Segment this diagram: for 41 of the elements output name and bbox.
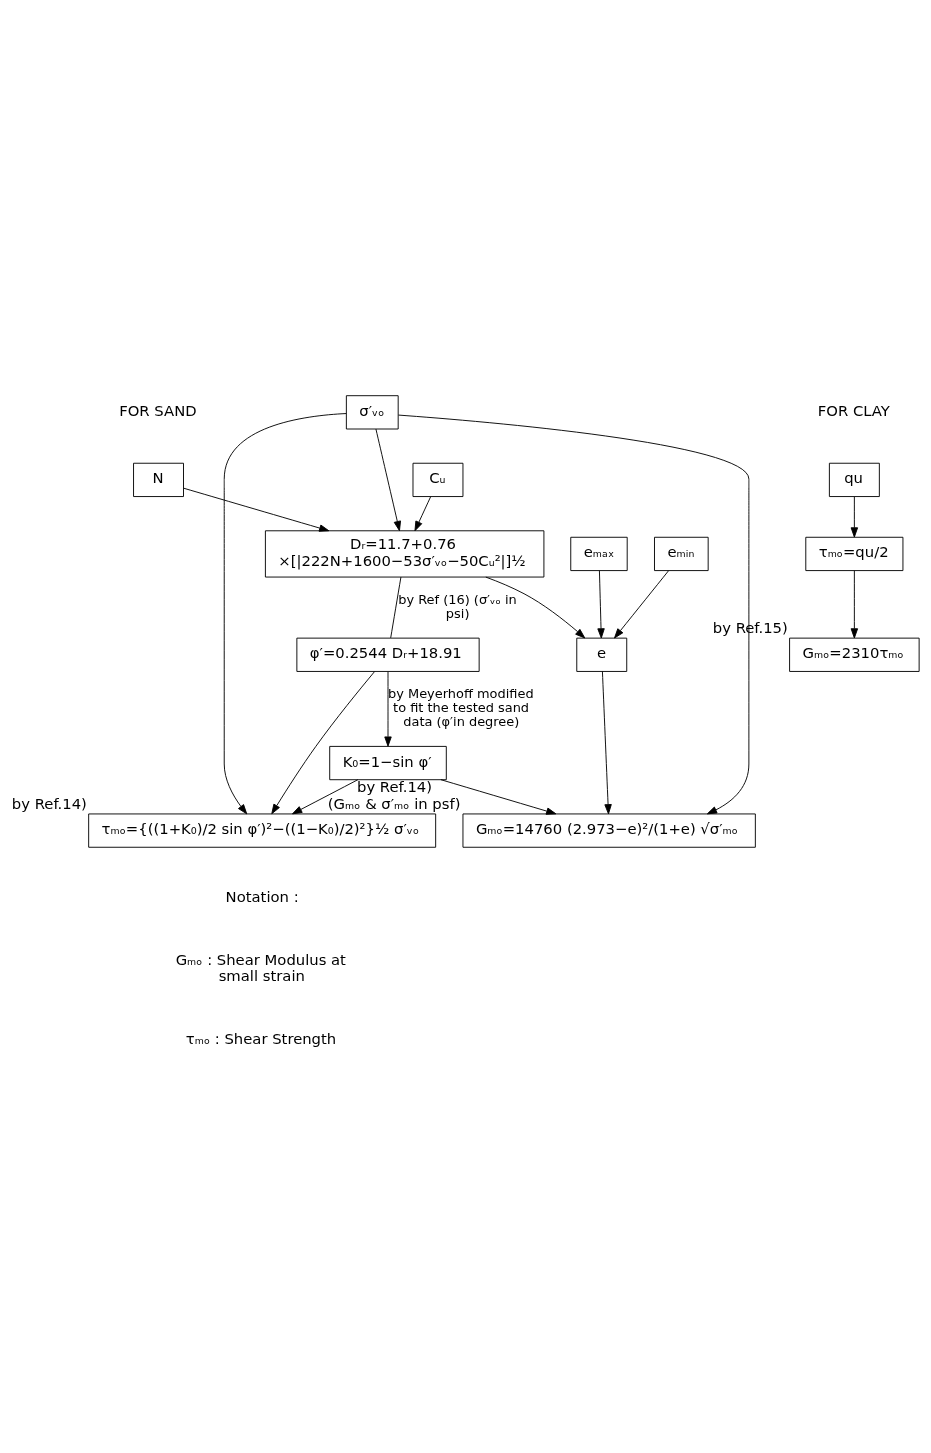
arrow (440, 779, 557, 815)
arrow (601, 671, 612, 815)
node-box: τₘₒ=qu/2 (805, 536, 904, 572)
arrow (375, 428, 401, 532)
node-box: σ′ᵥₒ (345, 395, 399, 430)
node-label: by Ref.15) (712, 619, 788, 637)
node-box: e (576, 637, 628, 672)
node-box: Gₘₒ=14760 (2.973−e)²/(1+e) √σ′ₘₒ (462, 813, 756, 848)
arrow (850, 570, 859, 639)
label: τₘₒ : Shear Strength (185, 1030, 337, 1048)
arrow (398, 414, 750, 815)
node-box: qu (828, 462, 880, 498)
node-box: Gₘₒ=2310τₘₒ (789, 637, 920, 672)
arrow (271, 671, 375, 815)
node-box: φ′=0.2544 Dᵣ+18.91 (296, 637, 480, 672)
node-label: by Ref.14) (357, 778, 433, 796)
label: Gₘₒ : Shear Modulus at small strain (175, 950, 346, 985)
node-label: (Gₘₒ & σ′ₘₒ in psf) (327, 795, 461, 813)
edge-label: by Ref (16) (σ′ᵥₒ in psi) (398, 592, 517, 621)
node-box: Dᵣ=11.7+0.76 ×[|222N+1600−53σ′ᵥₒ−50Cᵤ²|]½ (264, 530, 545, 578)
arrow (384, 671, 392, 747)
node-box: Cᵤ (412, 462, 464, 498)
edge-label: by Meyerhoff modified to fit the tested sand data (φ′in degree) (388, 686, 534, 730)
arrow (183, 487, 330, 532)
node-label: by Ref.14) (11, 795, 87, 813)
arrow (614, 570, 669, 639)
label: Notation : (225, 887, 299, 905)
arrow (850, 496, 859, 538)
arrow (597, 570, 605, 639)
node-box: τₘₒ={((1+K₀)/2 sin φ′)²−((1−K₀)/2)²}½ σ′ᵥₒ (88, 813, 437, 848)
connector (390, 576, 402, 639)
node-box: eₘᵢₙ (654, 536, 709, 572)
node-box: K₀=1−sin φ′ (329, 745, 447, 781)
arrow (485, 576, 586, 639)
node-box: N (133, 462, 184, 498)
arrow (223, 413, 347, 815)
arrow (414, 496, 432, 532)
node-box: eₘₐₓ (570, 536, 628, 572)
arrow (292, 779, 359, 815)
label: FOR SAND (119, 401, 197, 419)
label: FOR CLAY (817, 401, 890, 419)
